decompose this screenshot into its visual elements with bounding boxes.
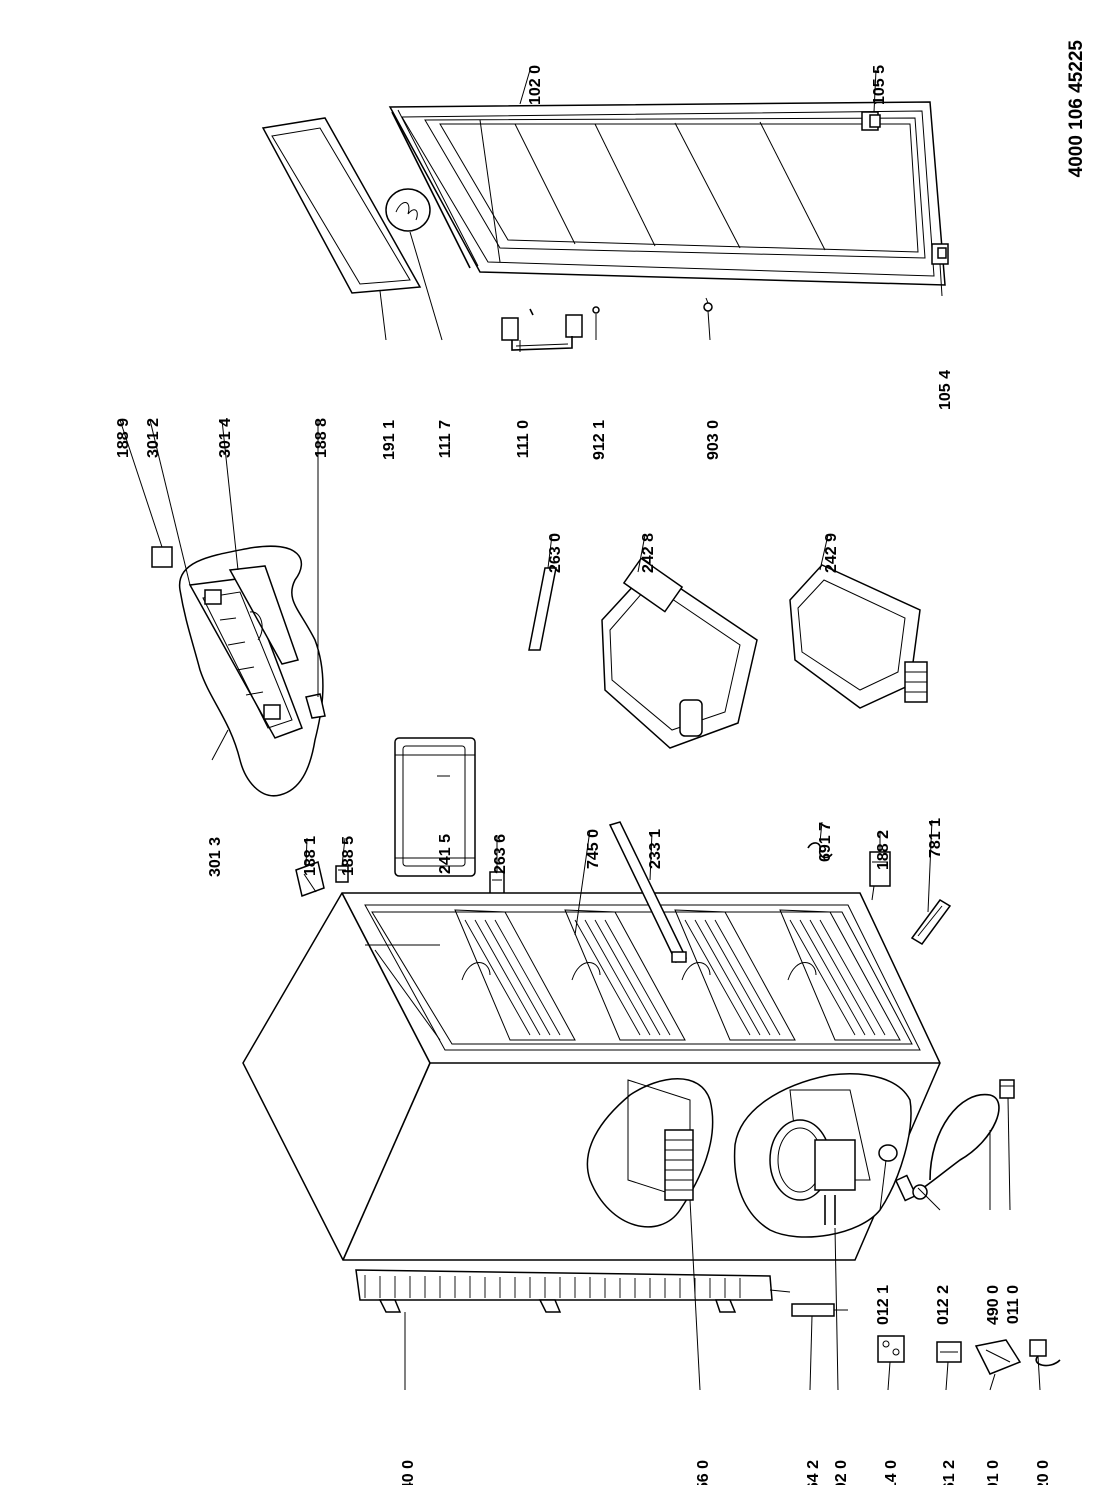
drawer-242-9 [789,564,928,709]
control-panel-assembly [151,545,326,797]
power-cord [912,1093,1000,1200]
label-188-9: 188 9 [115,418,132,458]
leader-lines [119,69,1041,1391]
label-242-8: 242 8 [640,533,657,573]
hinge-top-icon [861,111,881,131]
label-156-0: 156 0 [695,1460,712,1485]
label-233-1: 233 1 [647,829,664,869]
label-491-0: 491 0 [985,1460,1002,1485]
label-420-0: 420 0 [1035,1460,1052,1485]
cover-781-1-icon [910,899,952,945]
label-912-1: 912 1 [591,420,608,460]
logo-badge-icon [385,188,431,232]
flap-lid [394,737,476,877]
label-105-5: 105 5 [871,65,888,105]
drawer-242-8 [601,557,758,749]
rod-233-1 [608,821,688,963]
door-gasket [261,117,422,294]
label-903-0: 903 0 [705,420,722,460]
condenser [355,1269,791,1313]
label-691-7: 691 7 [817,822,834,862]
bracket-188-1-icon [295,861,325,897]
door-handle [501,314,583,351]
label-781-1: 781 1 [927,818,944,858]
label-740-0: 740 0 [400,1460,417,1485]
dryer-filter [791,1303,848,1317]
label-764-2: 764 2 [805,1460,822,1485]
label-011-0: 011 0 [1005,1285,1022,1324]
relay-614-icon [877,1335,905,1363]
label-188-5: 188 5 [340,836,357,876]
grommet-icon [878,1144,898,1162]
document-number: 4000 106 45225 [1066,40,1087,178]
protector-561-icon [936,1341,962,1363]
label-490-0: 490 0 [985,1285,1002,1325]
screw-icon [529,308,534,316]
hinge-bottom-icon [931,243,949,265]
label-301-4: 301 4 [217,418,234,458]
label-263-6: 263 6 [492,834,509,874]
cover-491-icon [974,1339,1022,1375]
label-102-0: 102 0 [527,65,544,105]
label-188-8: 188 8 [313,418,330,458]
sleeve-icon [894,1174,918,1202]
strip-263-0 [528,567,557,651]
label-301-3: 301 3 [207,837,224,877]
wire-shelves [454,909,901,1041]
label-402-0: 402 0 [833,1460,850,1485]
clip-903-icon [703,297,713,312]
plug-011-icon [999,1079,1015,1099]
thermostat-188-2-icon [869,851,891,901]
clip-263-6-icon [489,871,505,895]
screw-912-icon [592,306,600,314]
label-012-2: 012 2 [935,1285,952,1325]
door-assembly [388,101,946,286]
label-301-2: 301 2 [145,418,162,458]
label-263-0: 263 0 [547,533,564,573]
label-105-4: 105 4 [937,370,954,410]
part-labels: 102 0 105 5 105 4 903 0 912 1 111 0 111 … [115,65,1052,1485]
label-111-7: 111 7 [437,420,454,458]
label-111-0: 111 0 [515,420,532,458]
label-188-2: 188 2 [875,830,892,870]
compressor-area [733,1073,912,1238]
label-614-0: 614 0 [883,1460,900,1485]
label-242-9: 242 9 [823,533,840,573]
evaporator [586,1078,714,1228]
label-012-1: 012 1 [875,1285,892,1325]
label-745-0: 745 0 [585,829,602,869]
label-241-5: 241 5 [437,834,454,874]
label-188-1: 188 1 [302,836,319,876]
label-191-1: 191 1 [381,420,398,460]
label-561-2: 561 2 [941,1460,958,1485]
clip-691-7-icon [807,842,833,859]
cable-420-icon [1029,1339,1061,1367]
